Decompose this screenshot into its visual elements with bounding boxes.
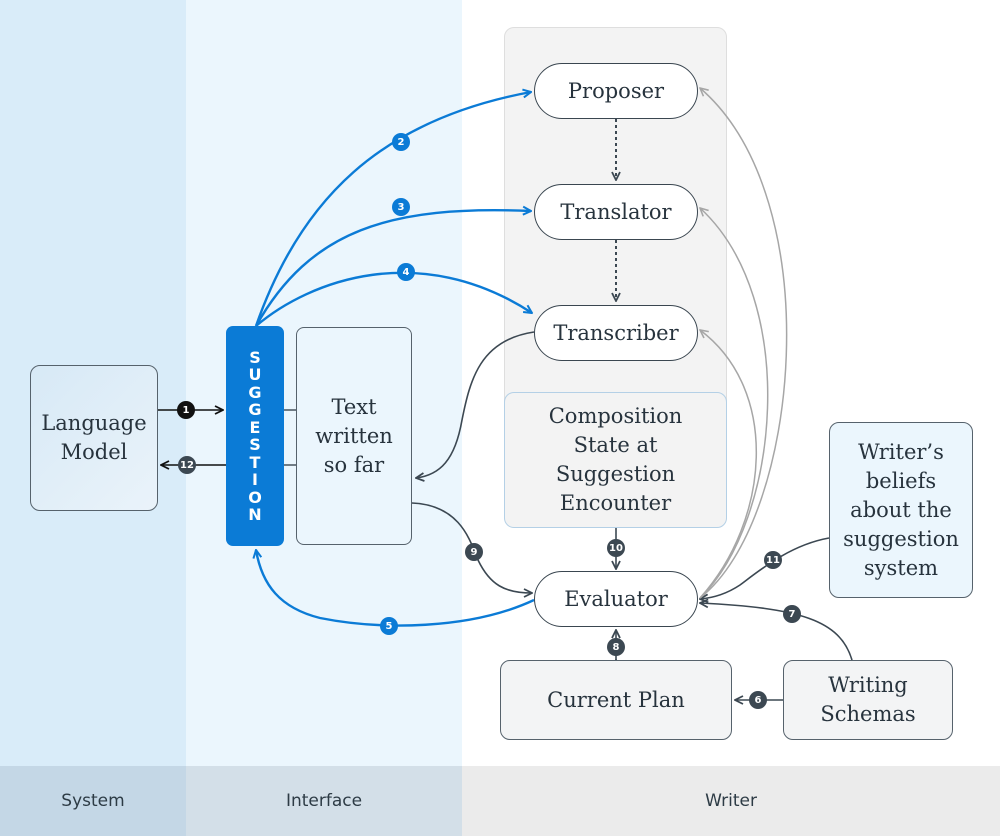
- interface-lane-label: Interface: [186, 766, 462, 836]
- step-badge-7: 7: [783, 605, 801, 623]
- flow-4-arrow: [255, 271, 532, 327]
- translator-node: Translator: [534, 184, 698, 240]
- suggestion-letter: G: [248, 400, 262, 419]
- step-badge-6: 6: [749, 691, 767, 709]
- evaluator-transcriber-arc: [700, 330, 758, 599]
- proposer-node: Proposer: [534, 63, 698, 119]
- suggestion-letter: G: [248, 382, 262, 402]
- step-badge-4: 4: [397, 263, 415, 281]
- suggestion-letter: S: [249, 435, 261, 454]
- suggestion-letter: S: [249, 347, 261, 367]
- step-badge-11: 11: [764, 551, 782, 569]
- step-badge-10: 10: [607, 539, 625, 557]
- evaluator-proposer-arc: [700, 88, 788, 599]
- suggestion-letter: I: [252, 470, 258, 489]
- evaluator-translator-arc: [700, 208, 769, 599]
- step-badge-2: 2: [392, 133, 410, 151]
- flow-5-arrow: [256, 550, 535, 627]
- flow-3-arrow: [254, 210, 531, 327]
- step-badge-1: 1: [177, 401, 195, 419]
- transcriber-node: Transcriber: [534, 305, 698, 361]
- suggestion-letter: U: [248, 365, 262, 384]
- system-lane-label: System: [0, 766, 186, 836]
- step-badge-8: 8: [607, 638, 625, 656]
- flow-2-arrow: [254, 92, 531, 327]
- step-badge-5: 5: [380, 617, 398, 635]
- language-model-box: Language Model: [30, 365, 158, 511]
- composition-state-box: Composition State at Suggestion Encounte…: [504, 392, 727, 528]
- flow-7-arrow: [700, 603, 853, 661]
- suggestion-letter: E: [249, 417, 261, 437]
- writer-beliefs-box: Writer’s beliefs about the suggestion sy…: [829, 422, 973, 598]
- writer-lane-label: Writer: [462, 766, 1000, 836]
- text-written-box: Text written so far: [296, 327, 412, 545]
- writing-schemas-box: Writing Schemas: [783, 660, 953, 740]
- suggestion-letter: N: [248, 505, 262, 524]
- suggestion-letter: T: [249, 452, 261, 472]
- evaluator-node: Evaluator: [534, 571, 698, 627]
- step-badge-9: 9: [465, 543, 483, 561]
- step-badge-12: 12: [178, 456, 196, 474]
- flow-11-arrow: [700, 537, 830, 599]
- suggestion-letter: O: [248, 487, 262, 507]
- transcriber-text-arrow: [416, 331, 535, 478]
- step-badge-3: 3: [392, 198, 410, 216]
- current-plan-box: Current Plan: [500, 660, 732, 740]
